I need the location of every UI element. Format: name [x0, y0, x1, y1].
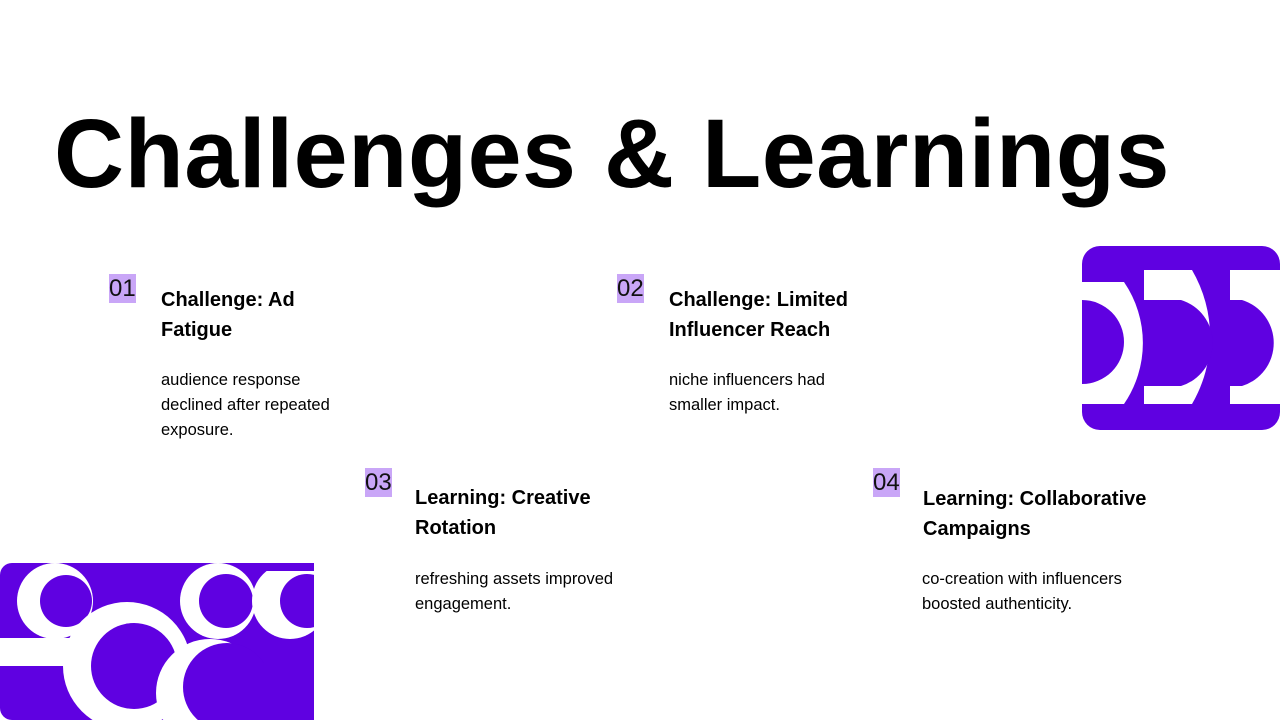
item-description: audience response declined after repeate…: [161, 371, 330, 439]
slide-title: Challenges & Learnings: [54, 99, 1170, 208]
item-description: refreshing assets improved engagement.: [415, 570, 614, 613]
decorative-shape-bottom-left: [0, 563, 314, 720]
item-heading: Learning: Creative Rotation: [415, 487, 591, 539]
item-description: co-creation with influencers boosted aut…: [922, 570, 1122, 613]
item-heading: Challenge: Ad Fatigue: [161, 289, 295, 341]
item-number: 02: [617, 274, 644, 303]
item-heading: Learning: Collaborative Campaigns: [923, 488, 1147, 540]
item-number: 01: [109, 274, 136, 303]
item-description: niche influencers had smaller impact.: [669, 371, 825, 414]
item-number: 04: [873, 468, 900, 497]
item-number: 03: [365, 468, 392, 497]
decorative-shape-top-right: [1082, 246, 1280, 430]
item-heading: Challenge: Limited Influencer Reach: [669, 289, 848, 341]
